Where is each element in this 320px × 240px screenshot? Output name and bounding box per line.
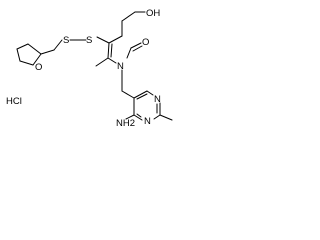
salt-label: HCl	[6, 96, 22, 107]
bond-cho-o-a	[130, 42, 142, 49]
ring-oxygen-label: O	[35, 62, 42, 73]
pyrimidine-n1-label: N	[154, 94, 161, 105]
structure-drawing: OH S S O N O N N NH2 HCl	[6, 8, 173, 129]
hydroxyl-label: OH	[146, 8, 160, 19]
bond-pyr-5b	[136, 113, 142, 118]
bond-pyr-1b	[136, 93, 148, 100]
amide-nitrogen-label: N	[117, 61, 124, 72]
bond-pyr-5	[133, 114, 143, 121]
bond-cc-double-b	[110, 43, 113, 58]
bond-methyl-alkene	[95, 57, 109, 67]
bond-thf-4	[16, 43, 29, 50]
sulfur-2-label: S	[63, 35, 69, 46]
bond-chain-1	[121, 11, 136, 22]
pyrimidine-n3-label: N	[144, 116, 151, 127]
bond-ch2-pyr	[121, 90, 135, 99]
amino-label: NH2	[116, 118, 135, 129]
bond-n-cho	[126, 47, 132, 59]
bond-ch2-thf	[40, 49, 55, 55]
bond-thf-2	[19, 60, 34, 66]
bond-pyr-1	[133, 90, 148, 99]
bond-s-ch2	[53, 39, 63, 51]
bond-cc-double-a	[107, 42, 110, 59]
bond-thf-1	[32, 53, 42, 66]
bond-thf-5	[27, 43, 42, 55]
bonds	[16, 11, 173, 121]
molecule-diagram: OH S S O N O N N NH2 HCl	[0, 0, 189, 144]
bond-c-n	[107, 57, 117, 64]
bond-chain-3	[108, 35, 123, 44]
formyl-oxygen-label: O	[142, 37, 149, 48]
bond-thf-3	[16, 48, 21, 62]
bond-pyr-2	[146, 90, 154, 96]
bond-c4-nh2	[125, 114, 135, 120]
bond-methyl-pyr	[159, 114, 173, 121]
bond-cho-o-b	[132, 45, 143, 52]
bond-pyr-4	[153, 114, 161, 120]
bond-c-s	[96, 36, 110, 44]
sulfur-1-label: S	[86, 35, 92, 46]
atom-labels: OH S S O N O N N NH2 HCl	[6, 8, 161, 129]
